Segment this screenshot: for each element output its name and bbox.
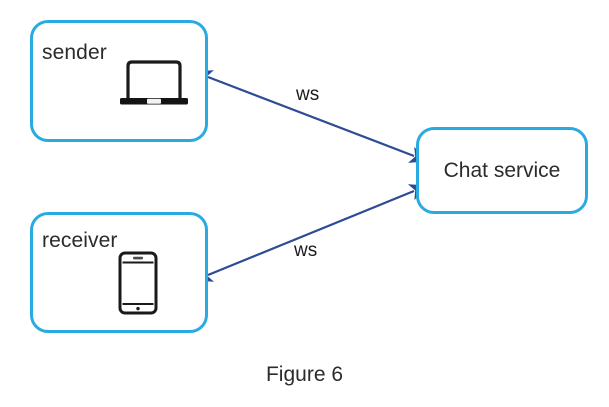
node-receiver-label: receiver: [42, 229, 118, 252]
figure-caption: Figure 6: [265, 363, 344, 386]
node-sender[interactable]: [30, 20, 208, 142]
edge-label-sender-ws: ws: [296, 84, 320, 105]
node-sender-label: sender: [42, 41, 107, 64]
node-chat-service[interactable]: Chat service: [416, 127, 588, 214]
laptop-icon: [120, 60, 188, 105]
node-chat-service-label: Chat service: [443, 158, 561, 182]
edge-receiver-chat-service: [194, 184, 428, 282]
edge-label-receiver-ws: ws: [294, 240, 318, 261]
edge-receiver-chat-service-line: [194, 184, 428, 282]
smartphone-icon: [118, 251, 158, 315]
